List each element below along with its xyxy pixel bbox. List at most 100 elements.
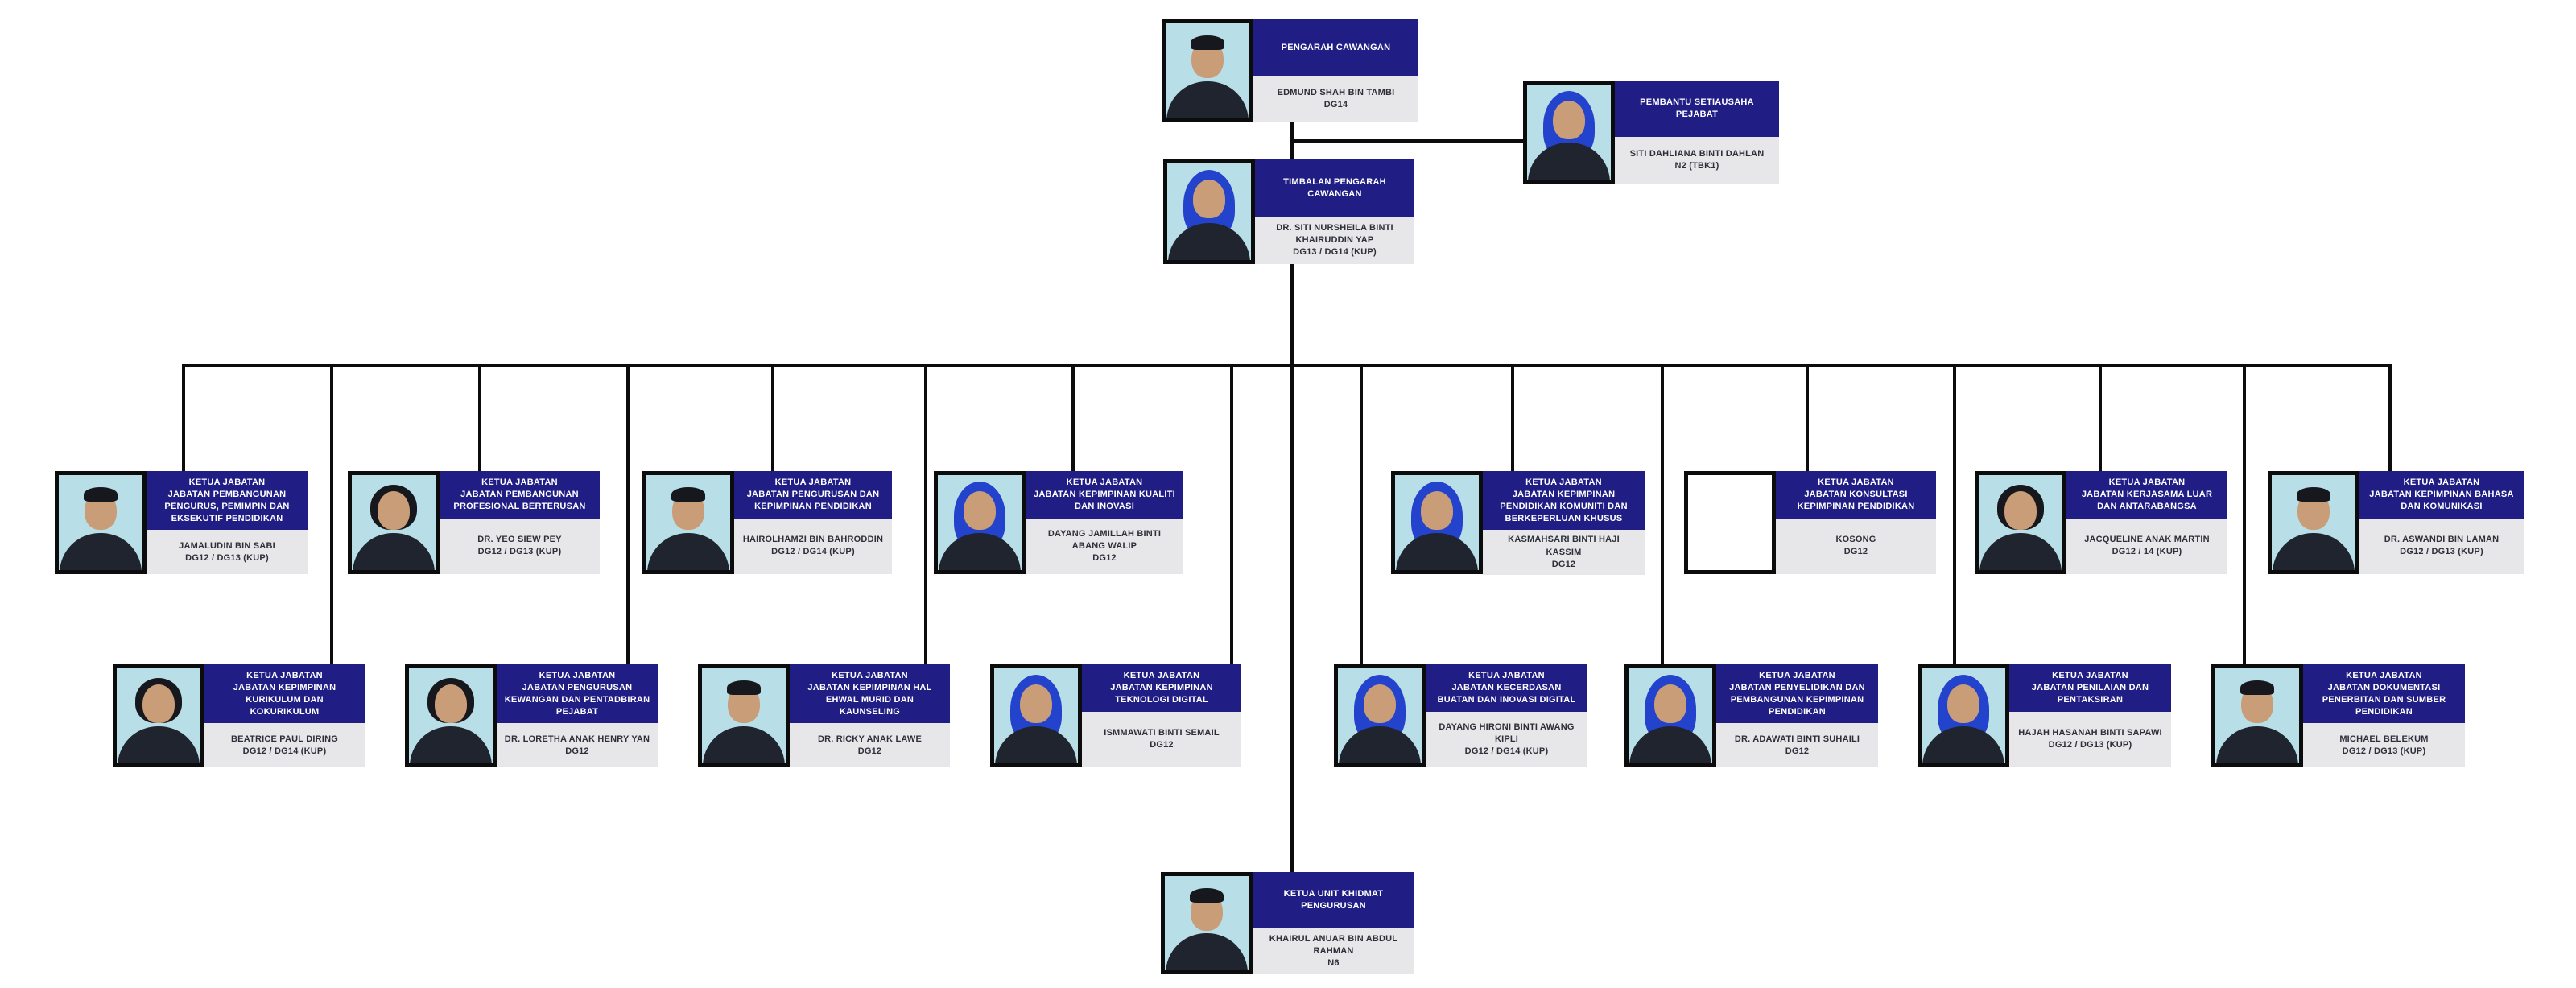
department-name: JABATAN KEPIMPINAN PENDIDIKAN KOMUNITI D… <box>1500 489 1628 523</box>
org-card-jabatan-pembangunan-pengurus: KETUA JABATAN JABATAN PEMBANGUNAN PENGUR… <box>55 471 308 574</box>
name-box: JAMALUDIN BIN SABI DG12 / DG13 (KUP) <box>147 530 308 574</box>
role-title-box: KETUA JABATAN JABATAN KEPIMPINAN TEKNOLO… <box>1082 664 1241 712</box>
grade-label: DG12 / DG13 (KUP) <box>2400 547 2483 557</box>
grade-label: DG12 <box>565 746 589 756</box>
body-silhouette <box>1166 81 1249 118</box>
name-box: KHAIRUL ANUAR BIN ABDUL RAHMAN N6 <box>1253 928 1414 974</box>
head-silhouette <box>2004 491 2037 531</box>
head-silhouette <box>1364 684 1396 724</box>
body-silhouette <box>2273 533 2355 570</box>
role-title-box: KETUA JABATAN JABATAN KEPIMPINAN PENDIDI… <box>1483 471 1645 531</box>
org-card-pengarah-cawangan: PENGARAH CAWANGAN EDMUND SHAH BIN TAMBI … <box>1162 19 1418 122</box>
connector-line <box>771 364 774 474</box>
role-title: PENGARAH CAWANGAN <box>1281 42 1391 52</box>
person-silhouette-icon <box>1191 35 1224 51</box>
connector-line <box>1230 364 1233 668</box>
grade-label: DG12 <box>857 746 882 756</box>
org-card-jabatan-pengurusan-kewangan: KETUA JABATAN JABATAN PENGURUSAN KEWANGA… <box>405 664 658 767</box>
person-name: KHAIRUL ANUAR BIN ABDUL RAHMAN <box>1269 933 1398 956</box>
portrait-photo <box>1391 471 1483 574</box>
head-silhouette <box>142 684 175 724</box>
role-title-box: TIMBALAN PENGARAH CAWANGAN <box>1255 159 1414 217</box>
org-card-jabatan-kepimpinan-kurikulum: KETUA JABATAN JABATAN KEPIMPINAN KURIKUL… <box>113 664 365 767</box>
body-silhouette <box>703 726 785 763</box>
name-box: DR. ASWANDI BIN LAMAN DG12 / DG13 (KUP) <box>2359 518 2524 574</box>
role-title: KETUA JABATAN <box>2052 671 2128 680</box>
person-name: DR. SITI NURSHEILA BINTI KHAIRUDDIN YAP <box>1276 222 1393 245</box>
person-name: BEATRICE PAUL DIRING <box>231 734 338 744</box>
role-title: PEMBANTU SETIAUSAHA PEJABAT <box>1640 97 1754 120</box>
person-name: DR. ADAWATI BINTI SUHAILI <box>1734 734 1860 744</box>
connector-line <box>1290 263 1294 874</box>
org-card-pembantu-setiausaha-pejabat: PEMBANTU SETIAUSAHA PEJABAT SITI DAHLIAN… <box>1523 81 1779 184</box>
role-title-box: KETUA JABATAN JABATAN PENGURUSAN KEWANGA… <box>497 664 658 724</box>
body-silhouette <box>60 533 142 570</box>
card-panel: KETUA JABATAN JABATAN KEPIMPINAN TEKNOLO… <box>1082 664 1241 767</box>
name-box: HAJAH HASANAH BINTI SAPAWI DG12 / DG13 (… <box>2009 711 2171 767</box>
connector-line <box>478 364 481 474</box>
body-silhouette <box>118 726 200 763</box>
grade-label: DG13 / DG14 (KUP) <box>1293 247 1377 258</box>
department-name: JABATAN PEMBANGUNAN PENGURUS, PEMIMPIN D… <box>164 489 290 523</box>
card-panel: KETUA UNIT KHIDMAT PENGURUSAN KHAIRUL AN… <box>1253 872 1414 974</box>
person-silhouette-icon <box>1190 888 1224 903</box>
department-name: JABATAN PEMBANGUNAN PROFESIONAL BERTERUS… <box>453 489 586 511</box>
role-title-box: KETUA JABATAN JABATAN PEMBANGUNAN PENGUR… <box>147 471 308 531</box>
grade-label: DG12 / DG14 (KUP) <box>242 746 327 756</box>
card-panel: KETUA JABATAN JABATAN PENYELIDIKAN DAN P… <box>1716 664 1878 767</box>
head-silhouette <box>1421 491 1453 531</box>
role-title: KETUA JABATAN <box>539 671 616 680</box>
department-name: JABATAN KONSULTASI KEPIMPINAN PENDIDIKAN <box>1797 489 1915 511</box>
role-title: KETUA JABATAN <box>1759 671 1835 680</box>
role-title-box: KETUA JABATAN JABATAN KONSULTASI KEPIMPI… <box>1776 471 1936 519</box>
name-box: KASMAHSARI BINTI HAJI KASSIM DG12 <box>1483 530 1645 575</box>
role-title-box: KETUA UNIT KHIDMAT PENGURUSAN <box>1253 872 1414 928</box>
grade-label: N2 (TBK1) <box>1674 161 1719 172</box>
body-silhouette <box>939 533 1021 570</box>
org-card-jabatan-konsultasi-kepimpinan: KETUA JABATAN JABATAN KONSULTASI KEPIMPI… <box>1684 471 1936 574</box>
name-box: JACQUELINE ANAK MARTIN DG12 / 14 (KUP) <box>2066 518 2227 574</box>
role-title-box: PEMBANTU SETIAUSAHA PEJABAT <box>1615 81 1779 138</box>
org-card-jabatan-kerjasama-luar: KETUA JABATAN JABATAN KERJASAMA LUAR DAN… <box>1975 471 2227 574</box>
name-box: DAYANG HIRONI BINTI AWANG KIPLI DG12 / D… <box>1426 711 1587 767</box>
connector-line <box>182 364 185 474</box>
body-silhouette <box>647 533 729 570</box>
role-title-box: KETUA JABATAN JABATAN KEPIMPINAN KURIKUL… <box>204 664 365 724</box>
name-box: KOSONG DG12 <box>1776 518 1936 574</box>
org-card-jabatan-pembangunan-profesional: KETUA JABATAN JABATAN PEMBANGUNAN PROFES… <box>348 471 600 574</box>
portrait-photo <box>1162 19 1253 122</box>
grade-label: DG12 / DG14 (KUP) <box>1464 746 1549 756</box>
person-name: JACQUELINE ANAK MARTIN <box>2084 535 2210 545</box>
department-name: JABATAN PENILAIAN DAN PENTAKSIRAN <box>2031 682 2149 705</box>
role-title: TIMBALAN PENGARAH CAWANGAN <box>1283 176 1386 199</box>
body-silhouette <box>1528 143 1610 180</box>
role-title-box: KETUA JABATAN JABATAN KECERDASAN BUATAN … <box>1426 664 1587 712</box>
org-card-jabatan-penilaian-pentaksiran: KETUA JABATAN JABATAN PENILAIAN DAN PENT… <box>1918 664 2171 767</box>
department-name: JABATAN KEPIMPINAN KUALITI DAN INOVASI <box>1034 489 1175 511</box>
head-silhouette <box>1193 180 1225 219</box>
org-card-timbalan-pengarah-cawangan: TIMBALAN PENGARAH CAWANGAN DR. SITI NURS… <box>1163 159 1414 264</box>
person-silhouette-icon <box>671 487 705 502</box>
card-panel: KETUA JABATAN JABATAN PENGURUSAN KEWANGA… <box>497 664 658 767</box>
department-name: JABATAN KEPIMPINAN TEKNOLOGI DIGITAL <box>1110 682 1213 705</box>
head-silhouette <box>964 491 996 531</box>
name-box: DAYANG JAMILLAH BINTI ABANG WALIP DG12 <box>1026 518 1183 574</box>
card-panel: KETUA JABATAN JABATAN KEPIMPINAN PENDIDI… <box>1483 471 1645 575</box>
portrait-photo <box>1163 159 1255 264</box>
card-panel: KETUA JABATAN JABATAN KEPIMPINAN BAHASA … <box>2359 471 2524 574</box>
portrait-photo <box>2211 664 2303 767</box>
grade-label: DG12 / DG13 (KUP) <box>2048 740 2132 750</box>
portrait-photo <box>990 664 1082 767</box>
portrait-photo <box>55 471 147 574</box>
person-name: KASMAHSARI BINTI HAJI KASSIM <box>1508 535 1620 557</box>
role-title: KETUA JABATAN <box>1123 671 1200 680</box>
org-card-jabatan-kepimpinan-teknologi-digital: KETUA JABATAN JABATAN KEPIMPINAN TEKNOLO… <box>990 664 1241 767</box>
portrait-photo <box>348 471 440 574</box>
body-silhouette <box>1396 533 1478 570</box>
role-title: KETUA JABATAN <box>481 477 558 487</box>
name-box: ISMMAWATI BINTI SEMAIL DG12 <box>1082 711 1241 767</box>
card-panel: PEMBANTU SETIAUSAHA PEJABAT SITI DAHLIAN… <box>1615 81 1779 184</box>
body-silhouette <box>2216 726 2298 763</box>
card-panel: KETUA JABATAN JABATAN PENGURUSAN DAN KEP… <box>734 471 892 574</box>
